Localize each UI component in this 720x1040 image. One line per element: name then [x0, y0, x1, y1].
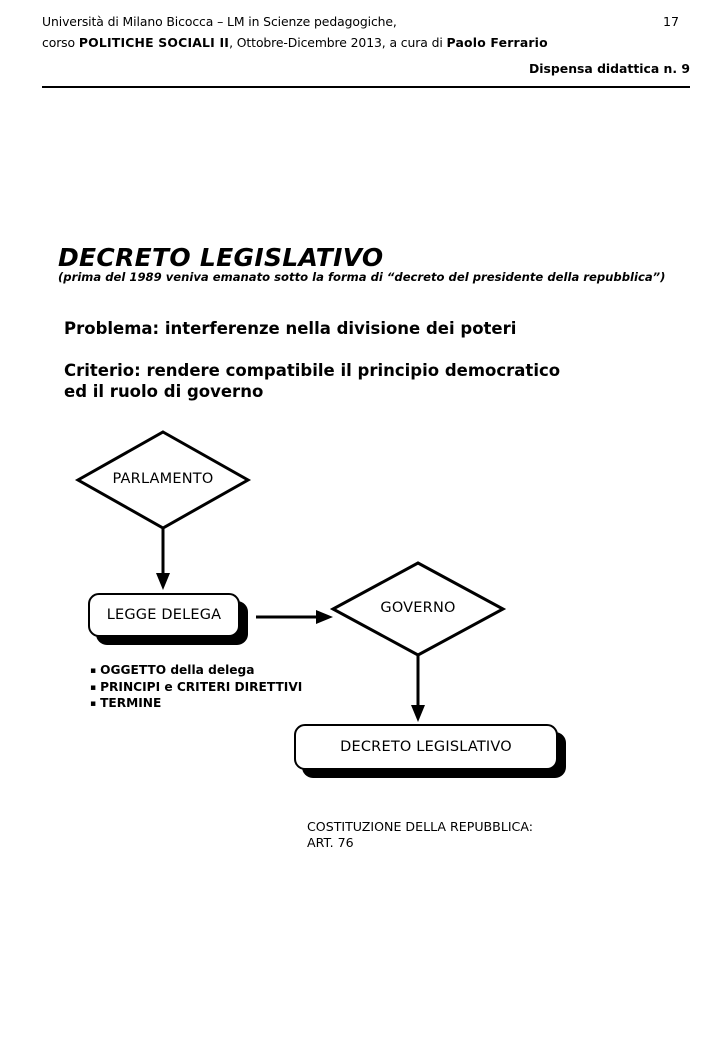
- statement-problema: Problema: interferenze nella divisione d…: [64, 319, 517, 338]
- header-course-author: Paolo Ferrario: [446, 35, 548, 50]
- constitution-reference-caption: COSTITUZIONE DELLA REPUBBLICA: ART. 76: [307, 819, 533, 851]
- header-divider: [42, 86, 690, 88]
- statement-criterio-line-2: ed il ruolo di governo: [64, 382, 264, 401]
- arrow-legge-to-governo-head: [316, 610, 333, 624]
- header-institution-text: Università di Milano Bicocca – LM in Sci…: [42, 14, 397, 29]
- parlamento-diamond-shape: [74, 430, 252, 530]
- arrow-governo-to-decreto-head: [411, 705, 425, 722]
- header-course-line: corso POLITICHE SOCIALI II, Ottobre-Dice…: [42, 35, 548, 50]
- node-label-governo: GOVERNO: [380, 600, 456, 616]
- node-label-legge-delega: LEGGE DELEGA: [106, 607, 222, 623]
- statement-criterio-line-1: Criterio: rendere compatibile il princip…: [64, 361, 561, 380]
- header-course-prefix: corso: [42, 35, 79, 50]
- list-item: TERMINE: [90, 696, 302, 713]
- header-course-name: POLITICHE SOCIALI II: [78, 35, 230, 50]
- list-item: OGGETTO della delega: [90, 663, 302, 680]
- node-legge-delega-face: LEGGE DELEGA: [88, 593, 240, 637]
- header-course-middle: , Ottobre-Dicembre 2013, a cura di: [229, 35, 447, 50]
- caption-line-1: COSTITUZIONE DELLA REPUBBLICA:: [307, 819, 533, 834]
- header-institution-line: Università di Milano Bicocca – LM in Sci…: [42, 14, 397, 29]
- arrow-parlamento-to-legge-head: [156, 573, 170, 590]
- page-title: DECRETO LEGISLATIVO: [58, 243, 384, 272]
- node-decreto-legislativo-face: DECRETO LEGISLATIVO: [294, 724, 558, 770]
- handout-label: Dispensa didattica n. 9: [529, 61, 690, 76]
- delega-requirements-list: OGGETTO della delega PRINCIPI e CRITERI …: [90, 663, 302, 713]
- node-decreto-legislativo[interactable]: DECRETO LEGISLATIVO: [294, 724, 566, 778]
- page-number: 17: [663, 14, 680, 29]
- node-label-decreto-legislativo: DECRETO LEGISLATIVO: [340, 739, 512, 755]
- node-legge-delega[interactable]: LEGGE DELEGA: [88, 593, 248, 645]
- caption-line-2: ART. 76: [307, 835, 354, 850]
- list-item: PRINCIPI e CRITERI DIRETTIVI: [90, 680, 302, 697]
- governo-diamond-shape: [329, 561, 507, 657]
- statement-criterio: Criterio: rendere compatibile il princip…: [64, 360, 560, 402]
- page-subtitle: (prima del 1989 veniva emanato sotto la …: [58, 270, 666, 284]
- node-label-parlamento: PARLAMENTO: [112, 471, 214, 487]
- page-header: Università di Milano Bicocca – LM in Sci…: [0, 0, 720, 92]
